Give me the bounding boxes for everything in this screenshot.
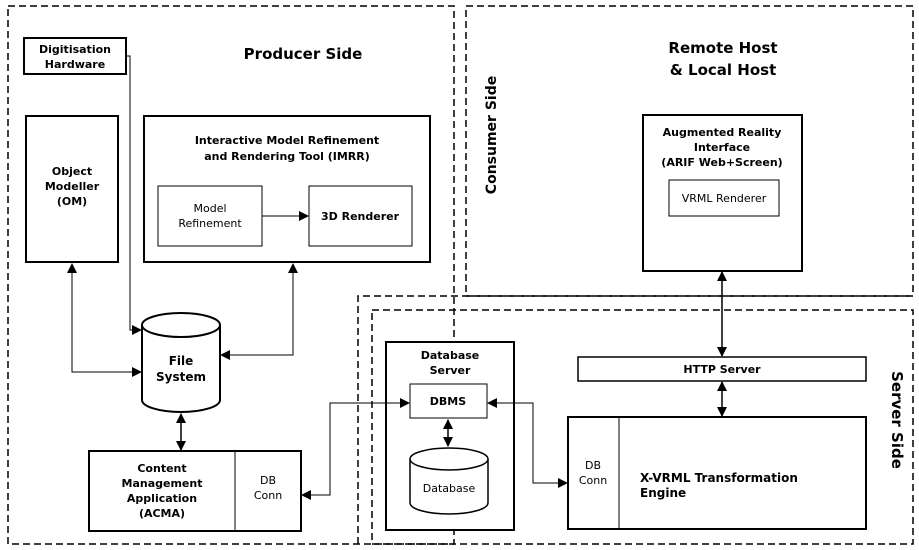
xvrml-label-line2: Engine — [640, 486, 686, 500]
arrow-dbms-xvrml — [487, 398, 568, 488]
arif-label-line3: (ARIF Web+Screen) — [661, 156, 782, 169]
model-refinement-label-line2: Refinement — [178, 217, 242, 230]
database-server-label-line1: Database — [421, 349, 480, 362]
digitisation-hardware-label-line2: Hardware — [45, 58, 105, 71]
arrow-imrr-filesystem — [220, 263, 298, 360]
acma-label-line4: (ACMA) — [139, 507, 185, 520]
remote-host-label-line2: & Local Host — [670, 61, 777, 79]
database-label: Database — [423, 482, 476, 495]
renderer-3d-label: 3D Renderer — [321, 210, 400, 223]
file-system-label-line2: System — [156, 370, 206, 384]
digitisation-hardware-label-line1: Digitisation — [39, 43, 111, 56]
http-server-label: HTTP Server — [683, 363, 761, 376]
arrow-om-filesystem — [67, 263, 142, 377]
renderer-3d-box — [308, 185, 413, 247]
database-cylinder — [409, 447, 489, 515]
producer-side-label: Producer Side — [244, 45, 363, 63]
imrr-label-line2: and Rendering Tool (IMRR) — [204, 150, 370, 163]
arrow-digitisation-to-filesystem — [126, 55, 142, 335]
producer-side-region — [7, 5, 455, 545]
remote-host-label-line1: Remote Host — [668, 39, 777, 57]
acma-db-conn-label-line2: Conn — [254, 489, 282, 502]
server-side-label: Server Side — [888, 371, 906, 469]
acma-label-line2: Management — [122, 477, 203, 490]
object-modeller-label-line2: Modeller — [45, 180, 100, 193]
xvrml-db-conn-label-line1: DB — [585, 459, 601, 472]
object-modeller-box — [25, 115, 119, 263]
xvrml-db-conn-label-line2: Conn — [579, 474, 607, 487]
acma-label-line1: Content — [137, 462, 186, 475]
file-system-label-line1: File — [169, 354, 194, 368]
arif-label-line2: Interface — [694, 141, 750, 154]
dbms-box — [409, 383, 488, 419]
vrml-renderer-box — [668, 179, 780, 217]
vrml-renderer-label: VRML Renderer — [682, 192, 767, 205]
object-modeller-label-line1: Object — [52, 165, 92, 178]
imrr-label-line1: Interactive Model Refinement — [195, 134, 379, 147]
xvrml-label-line1: X-VRML Transformation — [640, 471, 798, 485]
arrow-acma-dbms — [301, 398, 410, 500]
acma-box — [88, 450, 302, 532]
model-refinement-label-line1: Model — [193, 202, 226, 215]
consumer-side-region — [465, 5, 914, 297]
acma-db-conn-label-line1: DB — [260, 474, 276, 487]
file-system-cylinder — [141, 312, 221, 413]
consumer-side-label: Consumer Side — [484, 76, 500, 194]
database-server-label-line2: Server — [430, 364, 471, 377]
model-refinement-box — [157, 185, 263, 247]
dbms-label: DBMS — [430, 395, 466, 408]
xvrml-engine-box — [567, 416, 867, 530]
acma-label-line3: Application — [127, 492, 197, 505]
digitisation-hardware-box — [23, 37, 127, 75]
object-modeller-label-line3: (OM) — [57, 195, 87, 208]
arif-label-line1: Augmented Reality — [663, 126, 782, 139]
